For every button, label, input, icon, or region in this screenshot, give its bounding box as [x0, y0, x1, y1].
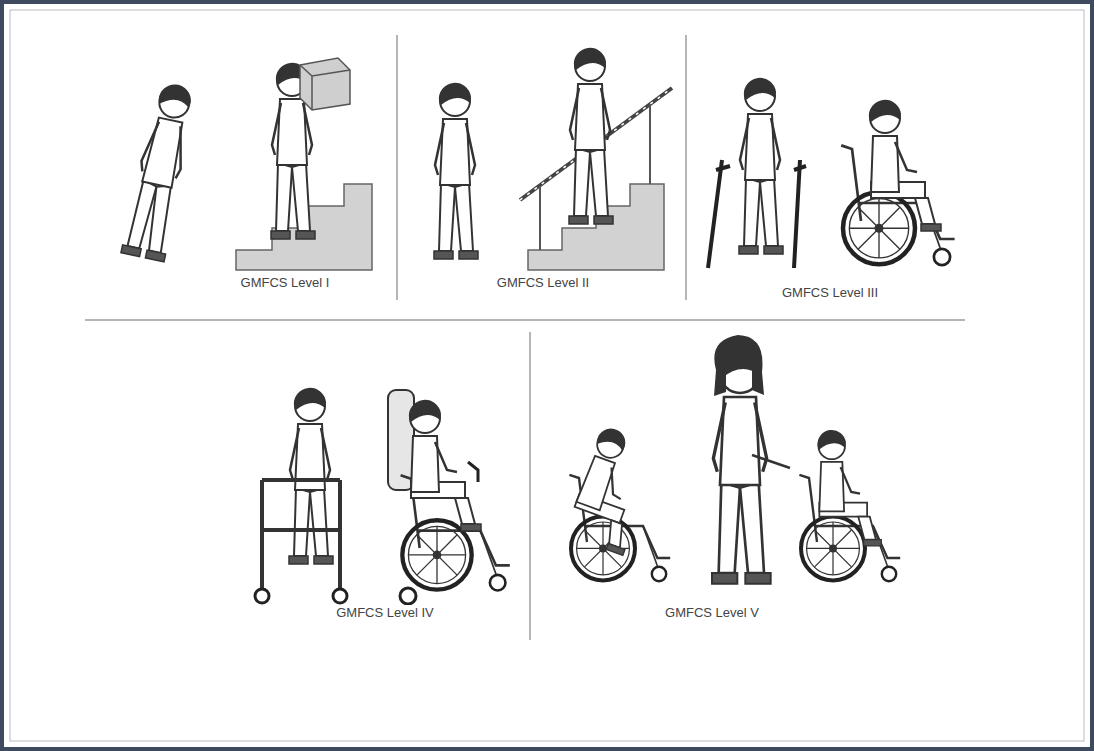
adult-pushing-wheelchair — [712, 335, 900, 584]
level-label: GMFCS Level II — [495, 275, 591, 290]
child-in-power-wheelchair — [388, 390, 510, 604]
child-carrying-box — [271, 58, 350, 239]
child-on-stairs — [569, 48, 613, 224]
walking-child — [434, 83, 478, 259]
child-with-crutches — [708, 78, 806, 268]
child-with-walker — [255, 388, 347, 603]
level-label: GMFCS Level V — [663, 605, 761, 620]
level-label: GMFCS Level III — [780, 285, 880, 300]
running-child — [121, 80, 201, 261]
child-slumped-in-wheelchair — [563, 425, 670, 582]
inner-frame — [10, 10, 1084, 741]
level-label: GMFCS Level I — [239, 275, 332, 290]
panel-dividers — [85, 35, 965, 640]
level-label: GMFCS Level IV — [334, 605, 436, 620]
child-in-manual-wheelchair — [841, 100, 954, 265]
